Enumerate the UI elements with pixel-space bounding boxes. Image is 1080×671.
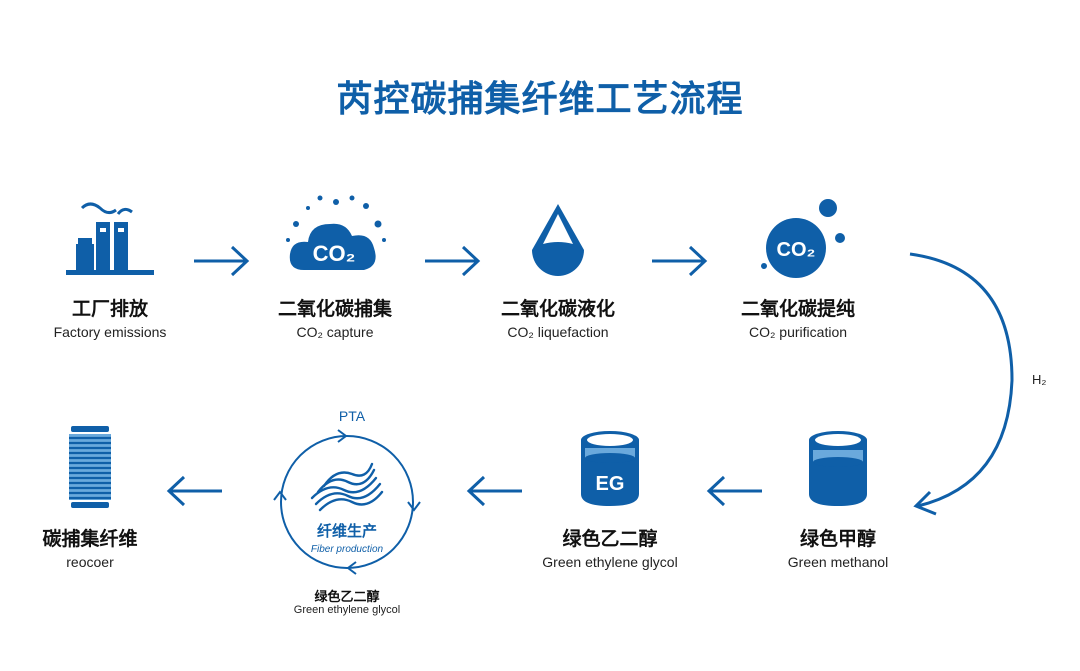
droplet-icon <box>532 204 584 276</box>
stage-title-en: Green methanol <box>787 554 889 570</box>
arrow-right <box>652 245 708 277</box>
stage-title-en: CO₂ liquefaction <box>507 324 609 340</box>
fiber-production-zh: 纤维生产 <box>317 522 377 540</box>
stage-green-ethylene-glycol: EG 绿色乙二醇 Green ethylene glycol <box>500 420 720 570</box>
fiber-cycle-bottom-en: Green ethylene glycol <box>293 604 401 616</box>
stage-title-zh: 二氧化碳捕集 <box>277 298 392 320</box>
curved-arrow-down <box>909 252 1014 516</box>
stage-title-zh: 二氧化碳液化 <box>500 298 615 320</box>
pta-label: PTA <box>338 408 366 424</box>
stage-title-zh: 绿色甲醇 <box>799 528 876 550</box>
fiber-spool-icon <box>69 426 111 508</box>
stage-factory-emissions: 工厂排放 Factory emissions <box>0 190 220 340</box>
stage-title-en: Factory emissions <box>53 324 167 340</box>
fiber-production-cycle: 纤维生产 Fiber production <box>273 429 421 575</box>
arrow-left <box>466 475 522 507</box>
arrow-right <box>194 245 250 277</box>
co2-bubble-icon: CO₂ <box>761 199 845 278</box>
stage-title-zh: 绿色乙二醇 <box>562 528 658 550</box>
eg-tank-icon: EG <box>581 431 639 506</box>
stage-co2-liquefaction: 二氧化碳液化 CO₂ liquefaction <box>448 190 668 340</box>
co2-cloud-label: CO₂ <box>313 241 356 266</box>
stage-carbon-capture-fiber: 碳捕集纤维 reocoer <box>0 420 200 570</box>
stage-title-en: CO₂ capture <box>296 324 374 340</box>
co2-cloud-icon: CO₂ <box>286 195 386 270</box>
h2-label: H₂ <box>1032 372 1047 387</box>
stage-title-zh: 二氧化碳提纯 <box>740 298 855 320</box>
stage-title-en: CO₂ purification <box>748 324 848 340</box>
page-title: 芮控碳捕集纤维工艺流程 <box>336 79 744 120</box>
stage-title-zh: 碳捕集纤维 <box>42 528 138 550</box>
stage-title-en: reocoer <box>66 554 114 570</box>
fiber-strands-icon <box>310 462 384 512</box>
fiber-cycle-bottom-zh: 绿色乙二醇 <box>314 590 380 605</box>
fiber-production-en: Fiber production <box>311 544 384 555</box>
stage-green-methanol: 绿色甲醇 Green methanol <box>728 420 948 570</box>
co2-bubble-label: CO₂ <box>777 239 816 261</box>
methanol-tank-icon <box>809 431 867 506</box>
stage-title-en: Green ethylene glycol <box>542 554 678 570</box>
stage-co2-capture: CO₂ 二氧化碳捕集 CO₂ capture <box>225 190 445 340</box>
arrow-right <box>425 245 481 277</box>
stage-title-zh: 工厂排放 <box>71 298 148 320</box>
factory-icon <box>66 202 154 275</box>
arrow-left <box>706 475 762 507</box>
arrow-left <box>166 475 222 507</box>
eg-label: EG <box>596 473 625 495</box>
stage-co2-purification: CO₂ 二氧化碳提纯 CO₂ purification <box>688 190 908 340</box>
